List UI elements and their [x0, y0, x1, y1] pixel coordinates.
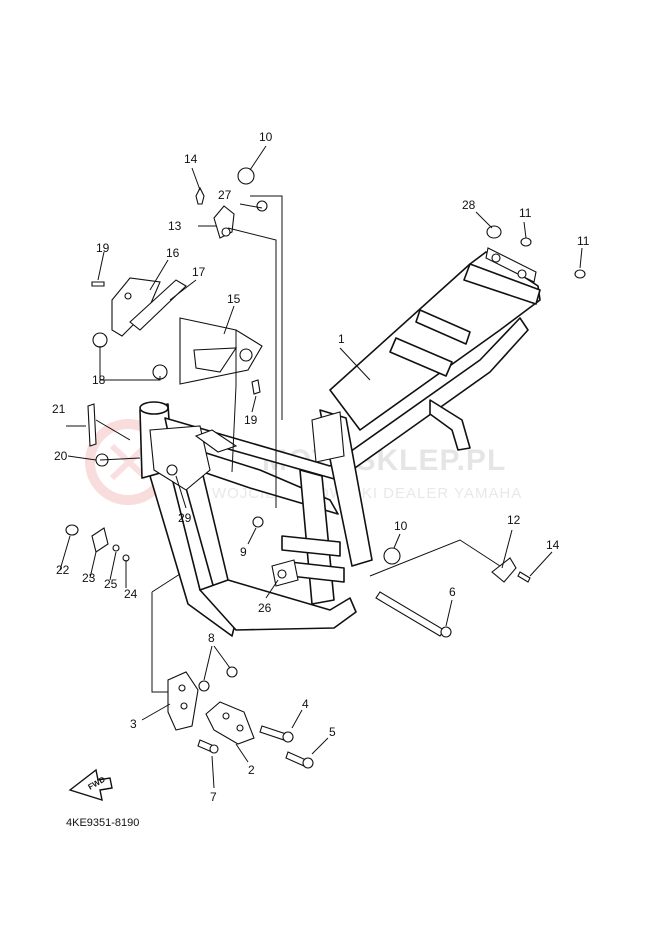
callout-21: 21 — [52, 402, 66, 416]
callout-19-mid: 19 — [244, 413, 258, 427]
bracket-16-17 — [92, 277, 187, 348]
bolt-14-right — [517, 571, 531, 583]
callout-11-right: 11 — [577, 234, 590, 248]
callout-28: 28 — [462, 198, 476, 212]
main-frame — [139, 247, 541, 637]
nut-9 — [252, 516, 264, 528]
bolt-21 — [87, 403, 97, 447]
fwd-arrow-icon: FWD — [68, 768, 113, 802]
callout-12: 12 — [507, 513, 521, 527]
callout-26: 26 — [258, 601, 272, 615]
bolt-long-6 — [375, 591, 452, 638]
callout-9: 9 — [240, 545, 247, 559]
callout-18: 18 — [92, 373, 106, 387]
engine-mount-3 — [167, 671, 199, 731]
callout-7: 7 — [210, 790, 217, 804]
callout-13: 13 — [168, 219, 182, 233]
callout-17: 17 — [192, 265, 206, 279]
callout-14-right: 14 — [546, 538, 560, 552]
callout-25: 25 — [104, 577, 118, 591]
callout-6: 6 — [449, 585, 456, 599]
callout-23: 23 — [82, 571, 96, 585]
callout-20: 20 — [54, 449, 68, 463]
callout-29: 29 — [178, 511, 192, 525]
callout-22: 22 — [56, 563, 70, 577]
callout-11-left: 11 — [519, 206, 532, 220]
callout-8: 8 — [208, 631, 215, 645]
bolt-7 — [197, 739, 219, 754]
nuts-8 — [198, 666, 238, 692]
bracket-15 — [152, 317, 263, 385]
reference-lines — [95, 195, 501, 693]
bolt-4 — [259, 725, 294, 743]
callout-1: 1 — [338, 332, 345, 346]
callout-10-right: 10 — [394, 519, 408, 533]
bolt-19-mid — [251, 379, 261, 395]
bolt-5 — [285, 751, 314, 769]
engine-mount-2 — [205, 701, 255, 745]
callout-19-top: 19 — [96, 241, 110, 255]
callout-15: 15 — [227, 292, 241, 306]
bracket-13 — [213, 205, 235, 239]
callout-16: 16 — [166, 246, 180, 260]
callout-3: 3 — [130, 717, 137, 731]
callout-24: 24 — [124, 587, 138, 601]
callout-14-top: 14 — [184, 152, 198, 166]
callout-27: 27 — [218, 188, 232, 202]
bracket-12 — [491, 557, 517, 583]
bolt-19-top — [91, 281, 105, 287]
callout-labels: 1 2 3 4 5 6 7 8 9 10 10 11 11 12 13 14 1… — [52, 130, 590, 804]
callout-5: 5 — [329, 725, 336, 739]
bracket-23 — [91, 527, 109, 553]
diagram-code: 4KE9351-8190 — [66, 817, 139, 829]
callout-10-top: 10 — [259, 130, 273, 144]
bolt-14-top — [195, 186, 205, 205]
leader-lines — [59, 145, 583, 789]
callout-4: 4 — [302, 697, 309, 711]
callout-2: 2 — [248, 763, 255, 777]
